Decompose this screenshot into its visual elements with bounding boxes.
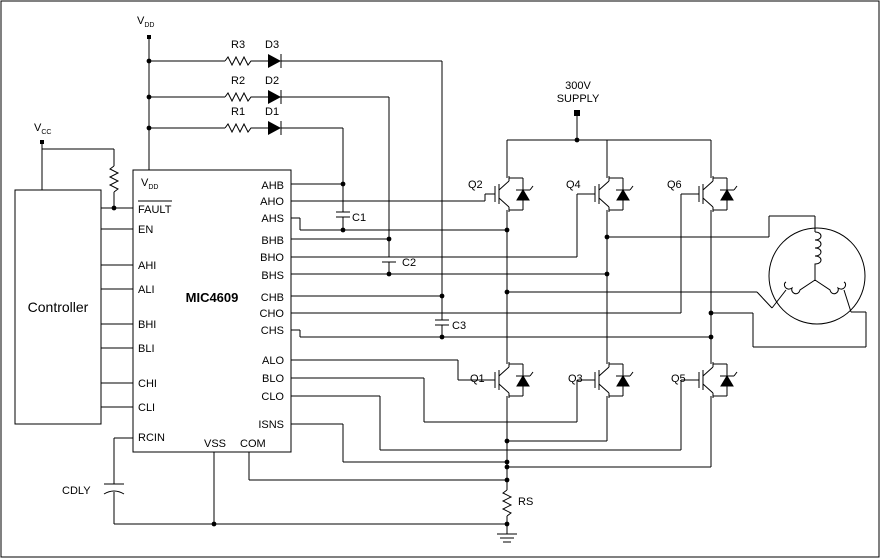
r2-label: R2 [231,75,245,87]
bootstrap-network [224,54,443,320]
pin-isns: ISNS [258,419,284,431]
c3-label: C3 [452,320,466,332]
r1-label: R1 [231,106,245,118]
q4-label: Q4 [566,179,581,191]
transistor-q1 [484,361,534,399]
bridge-legs [506,210,712,480]
hv-supply [506,110,712,178]
d1-label: D1 [265,106,279,118]
pin-bli: BLI [138,343,155,355]
q2-label: Q2 [468,179,483,191]
transistor-q3 [584,361,634,399]
pin-blo: BLO [262,373,284,385]
pin-ahb: AHB [261,180,284,192]
pin-cli: CLI [138,402,155,414]
pin-chb: CHB [261,292,284,304]
vcc-supply [40,140,120,211]
c1-label: C1 [352,212,366,224]
vdd-label: VDD [137,15,154,29]
hv-label-line1: 300V [565,80,591,92]
q3-label: Q3 [568,373,583,385]
pin-clo: CLO [261,391,284,403]
vdd-rail [146,35,225,170]
pin-en: EN [138,224,153,236]
pin-bhb: BHB [261,235,284,247]
transistor-q2 [484,175,534,213]
pin-ahi: AHI [138,260,156,272]
cdly-label: CDLY [62,485,91,497]
pin-bhi: BHI [138,319,156,331]
pin-fault: FAULT [138,204,172,216]
d2-label: D2 [265,75,279,87]
phase-outputs [504,215,867,348]
hv-label-line2: SUPPLY [557,93,600,105]
transistor-q5 [688,361,738,399]
pin-cho: CHO [260,308,285,320]
pin-bhs: BHS [261,270,284,282]
r3-label: R3 [231,39,245,51]
bootstrap-capacitors [291,181,449,340]
pin-bho: BHO [260,252,284,264]
pin-alo: ALO [262,355,284,367]
q5-label: Q5 [671,373,686,385]
pin-vdd: VDD [141,177,158,191]
controller-block [14,189,102,425]
motor-symbol [768,227,866,325]
mic4609-chip [132,169,292,453]
pin-chi: CHI [138,378,157,390]
transistor-q4 [584,175,634,213]
pin-com: COM [240,438,266,450]
c2-label: C2 [402,257,416,269]
q1-label: Q1 [470,373,485,385]
d3-label: D3 [265,39,279,51]
transistor-q6 [688,175,738,213]
controller-bus [101,207,133,408]
pin-chs: CHS [261,325,284,337]
pin-ali: ALI [138,284,155,296]
return-network [103,437,711,543]
pin-rcin: RCIN [138,432,165,444]
pin-ahs: AHS [261,213,284,225]
pin-aho: AHO [260,196,284,208]
rs-label: RS [518,496,533,508]
q6-label: Q6 [667,179,682,191]
controller-label: Controller [28,299,89,315]
pin-vss: VSS [204,438,226,450]
chip-name: MIC4609 [186,290,239,305]
vcc-label: VCC [34,122,51,136]
gate-wiring [291,193,714,463]
